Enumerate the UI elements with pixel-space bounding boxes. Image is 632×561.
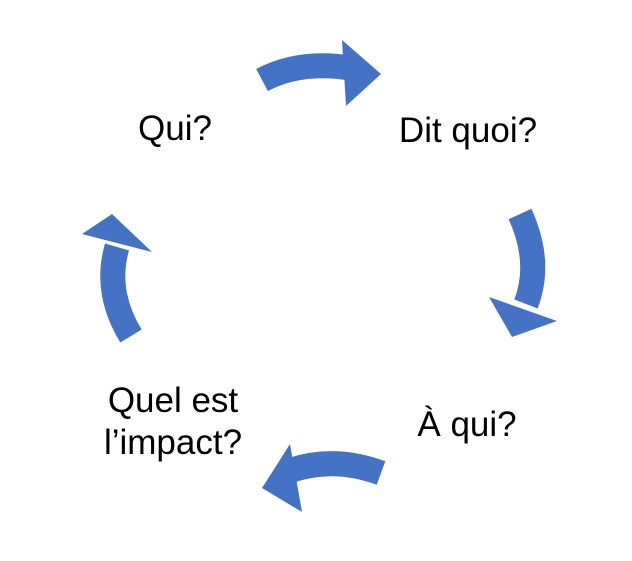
arrow-left — [82, 214, 152, 343]
arrow-top — [256, 40, 381, 106]
step-label-impact: Quel est l’impact? — [85, 380, 261, 464]
step-label-says-what: Dit quoi? — [398, 111, 538, 150]
arrow-bottom — [262, 444, 386, 512]
step-label-impact-line1: Quel est — [107, 381, 239, 420]
step-label-to-whom: À qui? — [417, 405, 517, 444]
arrow-right — [489, 208, 557, 337]
step-label-impact-line2: l’impact? — [103, 423, 243, 462]
step-label-who: Qui? — [138, 109, 212, 148]
